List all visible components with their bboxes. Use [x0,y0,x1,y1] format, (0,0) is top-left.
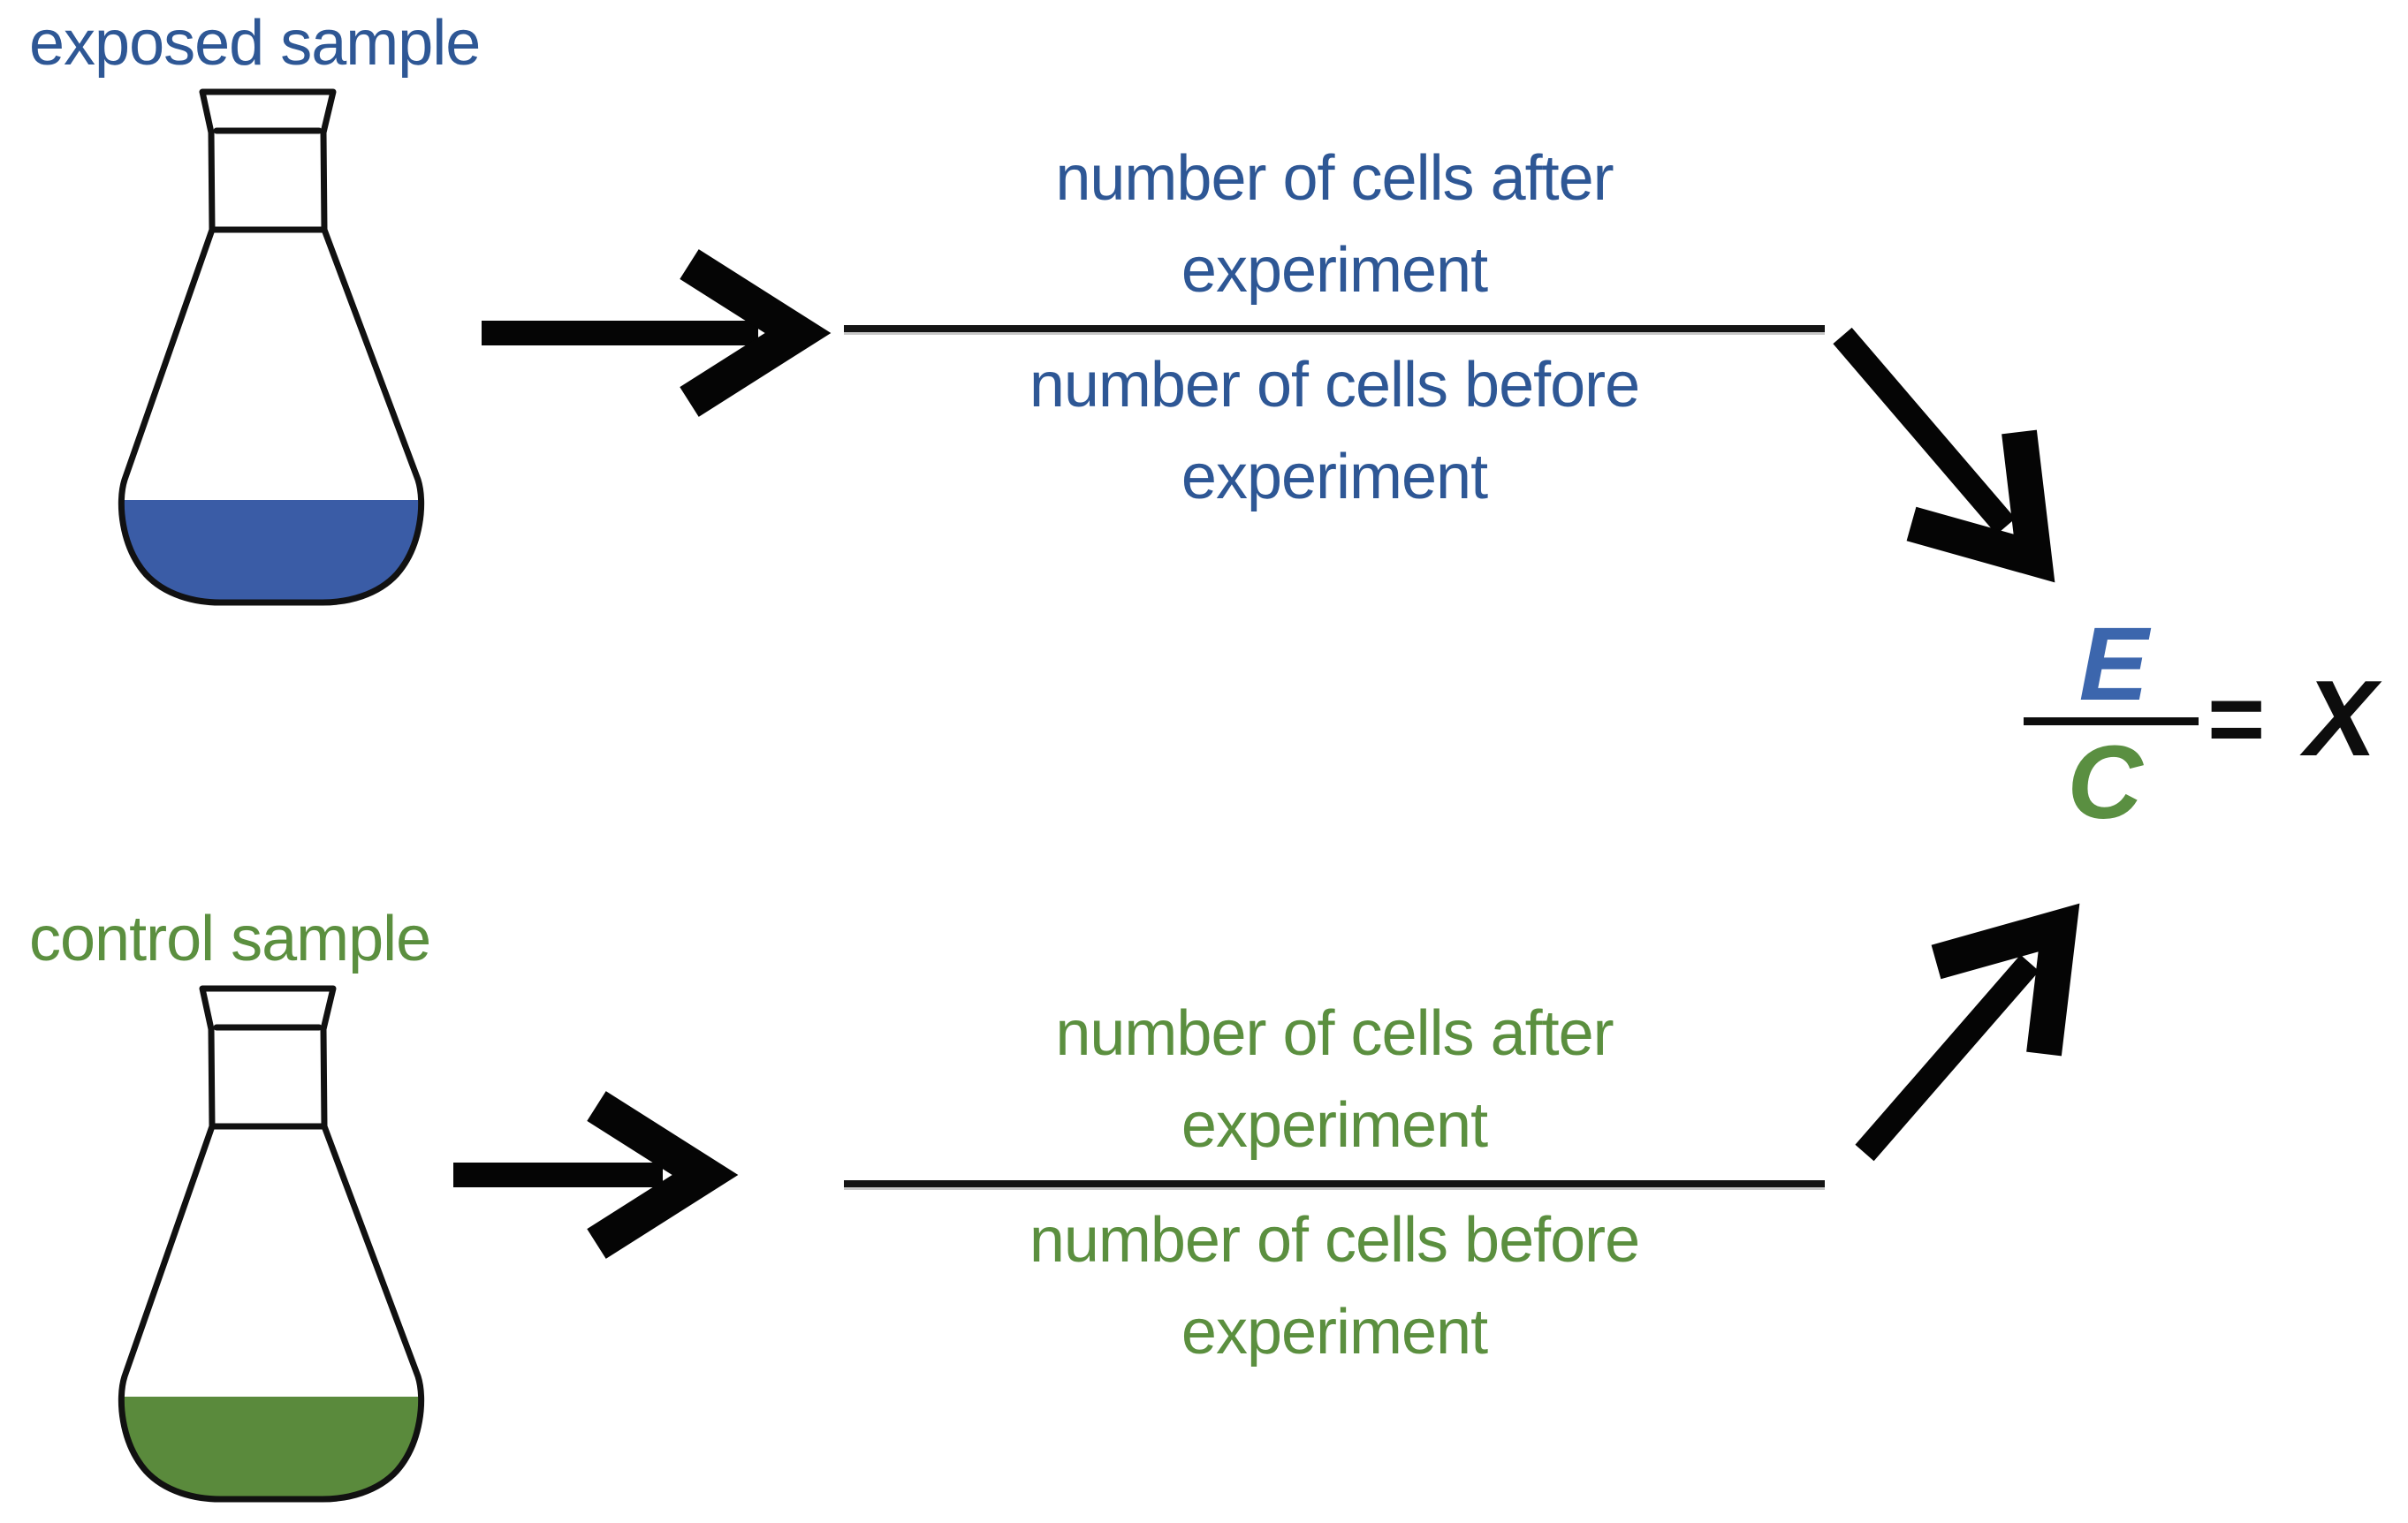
control-numerator-line1: number of cells after [1055,998,1614,1069]
formula-result-x: X [2305,658,2377,778]
exposed-fraction-bar [844,325,1825,332]
control-arrow-up-right-icon [1855,903,2080,1162]
exposed-arrow-right-icon [482,249,832,417]
formula-equals-sign: = [2207,663,2266,774]
control-denominator-line1: number of cells before [1029,1205,1640,1276]
exposed-arrow-down-right-icon [1833,327,2055,583]
exposed-fraction: number of cells after experiment number … [844,133,1825,523]
control-denominator-line2: experiment [1181,1297,1488,1368]
control-flask-liquid [122,1397,421,1497]
exposed-flask-outline [118,88,425,606]
formula-denominator-c: C [2067,724,2143,841]
exposed-denominator-line1: number of cells before [1029,350,1640,421]
exposed-flask-icon [118,88,425,606]
formula-fraction-bar [2024,717,2199,725]
control-fraction: number of cells after experiment number … [844,988,1825,1378]
exposed-sample-label: exposed sample [29,8,481,79]
exposed-denominator-line2: experiment [1181,442,1488,512]
control-numerator-line2: experiment [1181,1090,1488,1161]
exposed-numerator-line2: experiment [1181,235,1488,306]
control-arrow-right-icon [453,1091,739,1259]
exposed-numerator-line1: number of cells after [1055,143,1614,214]
control-fraction-bar [844,1180,1825,1187]
control-sample-label: control sample [29,904,431,974]
formula-numerator-e: E [2078,606,2149,723]
exposed-flask-liquid [122,500,421,601]
control-flask-icon [118,985,425,1503]
control-flask-outline [118,985,425,1503]
